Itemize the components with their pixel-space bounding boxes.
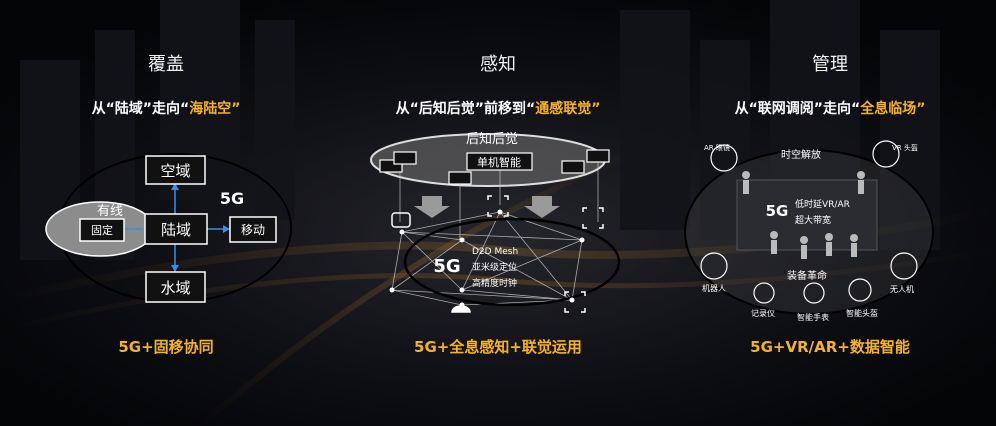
- spacetime-label: 时空解放: [781, 148, 821, 161]
- single-machine-box: [466, 152, 533, 171]
- mesh-ellipse: [403, 217, 621, 307]
- coverage-5g-tag: 5G: [220, 189, 244, 208]
- perception-subtitle-suffix: ”: [591, 101, 601, 117]
- ultra-bandwidth-label: 超大带宽: [795, 214, 831, 226]
- management-footer: 5G+VR/AR+数据智能: [750, 338, 910, 356]
- airspace-label: 空域: [160, 162, 190, 180]
- vr-headset-icon: [872, 140, 900, 168]
- perception-subtitle-highlight: 通感联觉: [535, 101, 592, 117]
- mobile-label: 移动: [241, 223, 265, 237]
- coverage-subtitle-highlight: 海陆空: [189, 101, 232, 117]
- single-machine-label: 单机智能: [477, 155, 521, 169]
- coverage-footer: 5G+固移协同: [118, 338, 214, 356]
- coverage-column: 覆盖 从“陆域”走向“海陆空” 空域 陆域 水域 移动 固定 有线 5G 5G+…: [0, 0, 332, 426]
- perception-5g-tag: 5G: [433, 256, 460, 277]
- vr-headset-label: VR 头盔: [892, 143, 918, 152]
- coverage-diagram: 空域 陆域 水域 移动 固定 有线 5G: [45, 153, 292, 303]
- robot-icon: [700, 252, 728, 280]
- drone-icon: [890, 252, 918, 280]
- fixed-label: 固定: [91, 223, 113, 237]
- smartwatch-icon: [803, 282, 825, 304]
- smart-helmet-label: 智能头盔: [846, 308, 878, 318]
- management-diagram: 时空解放 5G 低时延VR/AR 超大带宽 装备革命 AR 眼镜 VR 头盔 机…: [684, 140, 934, 322]
- management-column: 管理 从“联网调阅”走向“全息临场” 时空解放 5G 低时延VR/AR 超大带宽…: [664, 0, 996, 426]
- smartwatch-label: 智能手表: [797, 312, 829, 322]
- management-subtitle-prefix: 从“联网调阅”走向“: [734, 101, 861, 117]
- ar-glasses-label: AR 眼镜: [704, 143, 730, 152]
- water-box: [145, 271, 206, 303]
- management-subtitle: 从“联网调阅”走向“全息临场”: [664, 98, 996, 118]
- management-subtitle-highlight: 全息临场: [860, 101, 917, 117]
- land-box: [144, 213, 208, 245]
- perception-title: 感知: [480, 54, 516, 75]
- hindsight-label: 后知后觉: [466, 131, 518, 147]
- airspace-box: [145, 155, 206, 185]
- water-label: 水域: [160, 279, 190, 297]
- smart-helmet-icon: [848, 278, 872, 302]
- management-title: 管理: [812, 54, 848, 75]
- equipment-label: 装备革命: [787, 269, 827, 282]
- coverage-subtitle-prefix: 从“陆域”走向“: [91, 101, 190, 117]
- recorder-icon: [753, 282, 775, 304]
- perception-subtitle-prefix: 从“后知后觉”前移到“: [395, 101, 536, 117]
- recorder-label: 记录仪: [751, 309, 775, 318]
- fixed-box: [79, 218, 125, 242]
- perception-footer: 5G+全息感知+联觉运用: [414, 338, 582, 356]
- coverage-subtitle-suffix: ”: [231, 101, 241, 117]
- management-5g-tag: 5G: [766, 202, 789, 220]
- low-latency-label: 低时延VR/AR: [795, 198, 850, 210]
- drone-label: 无人机: [890, 284, 914, 294]
- perception-subtitle: 从“后知后觉”前移到“通感联觉”: [332, 98, 664, 118]
- coverage-title: 覆盖: [148, 54, 184, 75]
- perception-column: 感知 从“后知后觉”前移到“通感联觉” 后知后觉 单机智能: [332, 0, 664, 426]
- feature-d2d: D2D Mesh: [472, 247, 518, 257]
- robot-label: 机器人: [702, 283, 726, 293]
- perception-diagram: 后知后觉 单机智能: [370, 131, 621, 313]
- feature-positioning: 亚米级定位: [472, 261, 517, 273]
- ar-glasses-icon: [710, 144, 738, 172]
- management-subtitle-suffix: ”: [916, 101, 926, 117]
- mobile-box: [229, 216, 277, 243]
- wired-label: 有线: [97, 204, 123, 219]
- coverage-subtitle: 从“陆域”走向“海陆空”: [0, 98, 332, 118]
- land-label: 陆域: [161, 221, 191, 239]
- feature-clock: 高精度时钟: [472, 277, 517, 289]
